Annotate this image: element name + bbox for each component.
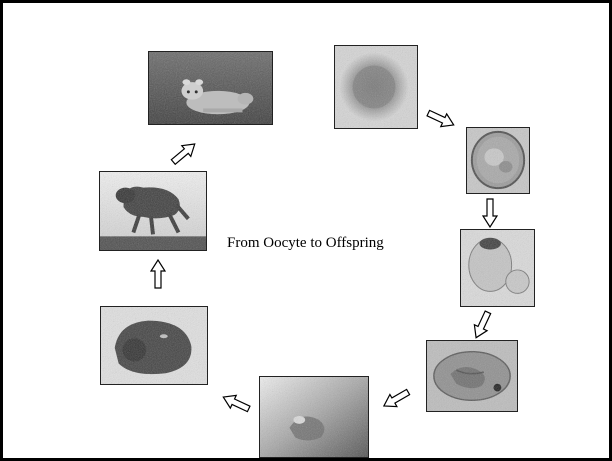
hollow-arrow-icon [167, 137, 200, 169]
zygote-photo [466, 127, 530, 194]
embryo-ultrasound-photo [259, 376, 369, 458]
hollow-arrow-icon [150, 259, 166, 289]
early-fetus-photo [100, 306, 208, 385]
oocyte-photo [334, 45, 418, 129]
hollow-arrow-icon [424, 105, 458, 132]
blastocyst-photo [460, 229, 535, 307]
hollow-arrow-icon [379, 385, 413, 414]
early-embryo-photo [426, 340, 518, 412]
hollow-arrow-icon [482, 198, 498, 228]
calf-photo [148, 51, 273, 125]
late-fetus-photo [99, 171, 207, 251]
hollow-arrow-icon [219, 389, 253, 416]
diagram-title: From Oocyte to Offspring [227, 235, 384, 252]
hollow-arrow-icon [468, 308, 495, 342]
